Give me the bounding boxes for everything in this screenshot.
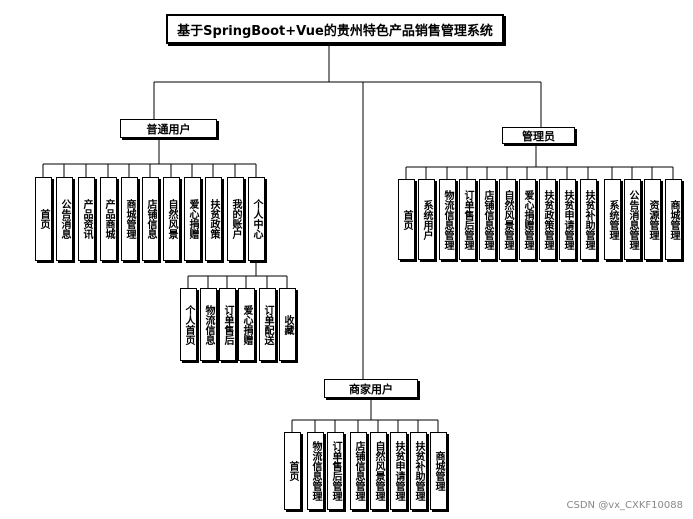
group-normal-user: 普通用户 — [120, 119, 217, 138]
watermark: CSDN @vx_CXKF10088 — [566, 500, 683, 511]
admin-item-label: 系统管理 — [607, 199, 618, 240]
merchant-item-label: 店铺信息管理 — [353, 441, 364, 501]
normal-user-item: 我的账户 — [227, 177, 244, 261]
group-normal-user-label: 普通用户 — [146, 122, 191, 136]
merchant-item: 店铺信息管理 — [350, 432, 367, 510]
admin-item: 商城管理 — [665, 179, 682, 260]
admin-item-label: 系统用户 — [421, 199, 432, 240]
admin-item: 首页 — [398, 179, 415, 260]
normal-user-item-label: 自然风景 — [166, 199, 177, 239]
personal-center-item-label: 物流信息 — [203, 304, 214, 345]
admin-item: 物流信息管理 — [439, 179, 456, 260]
normal-user-item: 商城管理 — [121, 177, 138, 261]
group-merchant-user-label: 商家用户 — [349, 382, 393, 396]
normal-user-item: 爱心捐赠 — [184, 177, 201, 261]
admin-item: 扶贫补助管理 — [580, 179, 597, 260]
personal-center-item-label: 收藏 — [282, 314, 293, 335]
normal-user-item-label: 产品商城 — [103, 199, 114, 239]
personal-center-item-label: 订单配送 — [262, 304, 273, 345]
normal-user-item-label: 店铺信息 — [145, 199, 156, 239]
normal-user-item-label: 产品资讯 — [81, 199, 92, 239]
merchant-item: 商城管理 — [430, 432, 447, 510]
admin-item: 自然风景管理 — [499, 179, 516, 260]
merchant-item-label: 首页 — [287, 461, 298, 481]
merchant-item: 首页 — [284, 432, 301, 510]
merchant-item-label: 扶贫补助管理 — [413, 441, 424, 501]
merchant-item-label: 物流信息管理 — [310, 441, 321, 501]
normal-user-item: 产品资讯 — [78, 177, 95, 261]
normal-user-item-label: 商城管理 — [124, 199, 135, 239]
personal-center-item-label: 订单售后 — [222, 304, 233, 345]
merchant-item: 物流信息管理 — [307, 432, 324, 510]
personal-center-item: 爱心捐赠 — [238, 288, 255, 361]
admin-item-label: 公告消息管理 — [627, 189, 638, 250]
system-title: 基于SpringBoot+Vue的贵州特色产品销售管理系统 — [177, 23, 493, 39]
admin-item-label: 商城管理 — [668, 199, 679, 240]
admin-item: 扶贫政策管理 — [539, 179, 556, 260]
normal-user-item: 店铺信息 — [142, 177, 159, 261]
admin-item-label: 资源管理 — [647, 199, 658, 240]
personal-center-item: 订单售后 — [219, 288, 236, 361]
admin-item-label: 自然风景管理 — [502, 189, 513, 250]
normal-user-item: 个人中心 — [248, 177, 265, 261]
admin-item-label: 扶贫补助管理 — [583, 189, 594, 250]
personal-center-item-label: 爱心捐赠 — [241, 304, 252, 345]
admin-item: 爱心捐赠管理 — [519, 179, 536, 260]
admin-item-label: 扶贫政策管理 — [542, 189, 553, 250]
personal-center-item: 订单配送 — [259, 288, 276, 361]
personal-center-item: 物流信息 — [200, 288, 217, 361]
normal-user-item-label: 扶贫政策 — [208, 199, 219, 239]
normal-user-item: 自然风景 — [163, 177, 180, 261]
normal-user-item: 产品商城 — [100, 177, 117, 261]
normal-user-item: 扶贫政策 — [205, 177, 222, 261]
system-title-box: 基于SpringBoot+Vue的贵州特色产品销售管理系统 — [166, 14, 504, 44]
admin-item: 店铺信息管理 — [479, 179, 496, 260]
admin-item-label: 订单售后管理 — [462, 189, 473, 250]
personal-center-item: 收藏 — [279, 288, 296, 361]
merchant-item-label: 扶贫申请管理 — [393, 441, 404, 501]
normal-user-item: 首页 — [35, 177, 52, 261]
merchant-item: 扶贫申请管理 — [390, 432, 407, 510]
admin-item-label: 首页 — [401, 209, 412, 230]
merchant-item-label: 自然风景管理 — [373, 441, 384, 501]
admin-item-label: 爱心捐赠管理 — [522, 189, 533, 250]
merchant-item: 订单售后管理 — [327, 432, 344, 510]
personal-center-item: 个人首页 — [180, 288, 197, 361]
personal-center-item-label: 个人首页 — [183, 304, 194, 345]
normal-user-item-label: 爱心捐赠 — [187, 199, 198, 239]
admin-item: 公告消息管理 — [624, 179, 641, 260]
group-merchant-user: 商家用户 — [324, 379, 418, 398]
normal-user-item-label: 首页 — [38, 209, 49, 229]
merchant-item: 扶贫补助管理 — [410, 432, 427, 510]
merchant-item-label: 订单售后管理 — [330, 441, 341, 501]
admin-item-label: 扶贫申请管理 — [562, 189, 573, 250]
group-admin: 管理员 — [502, 127, 575, 144]
admin-item-label: 物流信息管理 — [442, 189, 453, 250]
admin-item: 扶贫申请管理 — [559, 179, 576, 260]
admin-item: 资源管理 — [644, 179, 661, 260]
admin-item-label: 店铺信息管理 — [482, 189, 493, 250]
merchant-item-label: 商城管理 — [433, 451, 444, 491]
admin-item: 系统用户 — [418, 179, 435, 260]
normal-user-item-label: 个人中心 — [251, 199, 262, 239]
normal-user-item-label: 公告消息 — [59, 199, 70, 239]
group-admin-label: 管理员 — [522, 129, 555, 143]
admin-item: 订单售后管理 — [459, 179, 476, 260]
admin-item: 系统管理 — [604, 179, 621, 260]
normal-user-item-label: 我的账户 — [230, 199, 241, 239]
merchant-item: 自然风景管理 — [370, 432, 387, 510]
normal-user-item: 公告消息 — [56, 177, 73, 261]
